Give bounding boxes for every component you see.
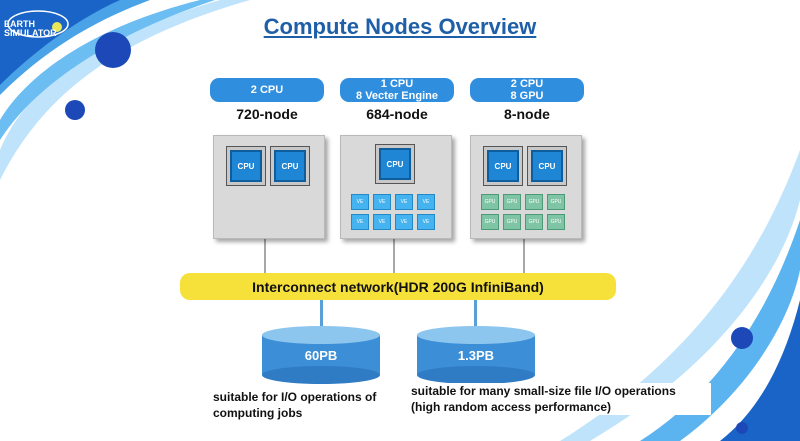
vector-engine-cell: VE bbox=[395, 194, 413, 210]
gpu-cell: GPU bbox=[547, 194, 565, 210]
cpu-chip: CPU bbox=[531, 150, 563, 182]
decor-dot-bottom bbox=[736, 422, 748, 434]
compute-node-box-3: CPU CPU GPU GPU GPU GPU GPU GPU GPU GPU bbox=[470, 135, 582, 239]
cpu-chip: CPU bbox=[274, 150, 306, 182]
vector-engine-cell: VE bbox=[373, 194, 391, 210]
node2-spec-line1: 1 CPU bbox=[380, 78, 414, 90]
vector-engine-cell: VE bbox=[351, 214, 369, 230]
storage-cylinder-60pb: 60PB bbox=[262, 326, 380, 384]
cpu-chip: CPU bbox=[379, 148, 411, 180]
storage-cylinder-1-3pb: 1.3PB bbox=[417, 326, 535, 384]
node1-spec-line1: 2 CPU bbox=[250, 84, 284, 96]
node3-spec-line2: 8 GPU bbox=[510, 90, 544, 102]
vector-engine-cell: VE bbox=[351, 194, 369, 210]
bottom-right-wave bbox=[720, 300, 800, 441]
cpu-chip: CPU bbox=[487, 150, 519, 182]
vector-engine-cell: VE bbox=[373, 214, 391, 230]
storage-2-desc-line2: (high random access performance) bbox=[411, 400, 612, 414]
compute-node-box-2: CPU VE VE VE VE VE VE VE VE bbox=[340, 135, 452, 239]
storage-capacity-label: 1.3PB bbox=[457, 348, 495, 363]
vector-engine-cell: VE bbox=[417, 194, 435, 210]
gpu-cell: GPU bbox=[481, 194, 499, 210]
cylinder-icon bbox=[262, 326, 380, 384]
node-label-684: 684-node bbox=[366, 106, 428, 122]
vector-engine-cell: VE bbox=[417, 214, 435, 230]
gpu-cell: GPU bbox=[547, 214, 565, 230]
gpu-cell: GPU bbox=[503, 214, 521, 230]
gpu-cell: GPU bbox=[525, 214, 543, 230]
node2-spec-line2: 8 Vecter Engine bbox=[356, 90, 438, 102]
storage-1-desc-line2: computing jobs bbox=[213, 406, 303, 420]
node-label-720: 720-node bbox=[236, 106, 298, 122]
compute-node-box-1: CPU CPU bbox=[213, 135, 325, 239]
storage-1-description: suitable for I/O operations of computing… bbox=[213, 389, 413, 421]
storage-2-description: suitable for many small-size file I/O op… bbox=[411, 383, 711, 415]
logo-line1: EARTH bbox=[4, 19, 35, 29]
storage2-connector bbox=[474, 298, 477, 330]
storage-1-desc-line1: suitable for I/O operations of bbox=[213, 390, 377, 404]
node-spec-pill-2: 1 CPU 8 Vecter Engine bbox=[340, 78, 454, 102]
node2-connector bbox=[393, 238, 395, 278]
cpu-chip: CPU bbox=[230, 150, 262, 182]
gpu-cell: GPU bbox=[525, 194, 543, 210]
decor-dot-large bbox=[95, 32, 131, 68]
logo-dot bbox=[52, 22, 62, 32]
gpu-grid: GPU GPU GPU GPU GPU GPU GPU GPU bbox=[481, 194, 565, 230]
node-label-8: 8-node bbox=[504, 106, 550, 122]
decor-dot-right bbox=[731, 327, 753, 349]
interconnect-network-bar: Interconnect network(HDR 200G InfiniBand… bbox=[180, 273, 616, 300]
logo-text: EARTH SIMULATOR bbox=[4, 20, 57, 38]
vector-engine-cell: VE bbox=[395, 214, 413, 230]
page-title: Compute Nodes Overview bbox=[263, 14, 537, 39]
gpu-cell: GPU bbox=[503, 194, 521, 210]
node3-connector bbox=[523, 238, 525, 278]
logo-swoosh bbox=[7, 10, 69, 38]
logo-line2: SIMULATOR bbox=[4, 28, 57, 38]
vector-engine-grid: VE VE VE VE VE VE VE VE bbox=[351, 194, 435, 230]
node3-spec-line1: 2 CPU bbox=[510, 78, 544, 90]
node-spec-pill-1: 2 CPU bbox=[210, 78, 324, 102]
bottom-right-wave-light bbox=[560, 150, 800, 441]
cylinder-icon bbox=[417, 326, 535, 384]
decor-dot-small bbox=[65, 100, 85, 120]
storage1-connector bbox=[320, 298, 323, 330]
gpu-cell: GPU bbox=[481, 214, 499, 230]
storage-capacity-label: 60PB bbox=[304, 348, 338, 363]
bottom-right-wave-mid bbox=[640, 220, 800, 441]
node-spec-pill-3: 2 CPU 8 GPU bbox=[470, 78, 584, 102]
storage-2-desc-line1: suitable for many small-size file I/O op… bbox=[411, 384, 676, 398]
top-left-wave bbox=[0, 0, 120, 85]
node1-connector bbox=[264, 238, 266, 278]
